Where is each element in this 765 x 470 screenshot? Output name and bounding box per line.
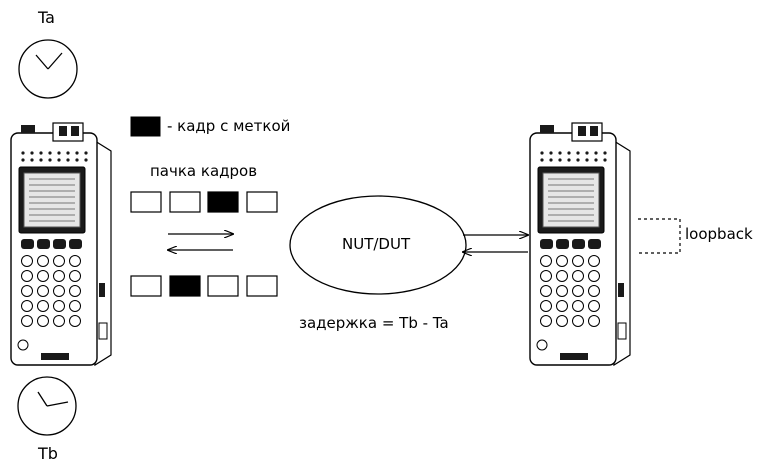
loopback-label: loopback xyxy=(685,225,753,243)
tester-device-right-icon xyxy=(529,122,631,367)
frame-burst-label: пачка кадров xyxy=(150,162,258,180)
frame xyxy=(207,275,239,297)
frame xyxy=(130,275,162,297)
clock-b-icon xyxy=(17,376,77,436)
frame xyxy=(169,191,201,213)
frame xyxy=(130,191,162,213)
tester-device-left-icon xyxy=(10,122,112,367)
legend-marked-frame-label: - кадр с меткой xyxy=(167,117,291,135)
nut-dut-ellipse xyxy=(289,195,467,295)
frame-marked xyxy=(169,275,201,297)
frame-burst-top xyxy=(130,191,278,213)
loopback-bracket xyxy=(638,218,681,254)
frame xyxy=(246,191,278,213)
tb-label: Tb xyxy=(38,444,58,463)
nut-dut-label: NUT/DUT xyxy=(342,235,411,253)
legend-marked-frame-icon xyxy=(130,116,161,137)
clock-a-icon xyxy=(18,39,78,99)
frame-marked xyxy=(207,191,239,213)
frame xyxy=(246,275,278,297)
delay-formula-label: задержка = Tb - Ta xyxy=(299,314,449,332)
ta-label: Ta xyxy=(38,8,55,27)
frame-burst-bottom xyxy=(130,275,278,297)
